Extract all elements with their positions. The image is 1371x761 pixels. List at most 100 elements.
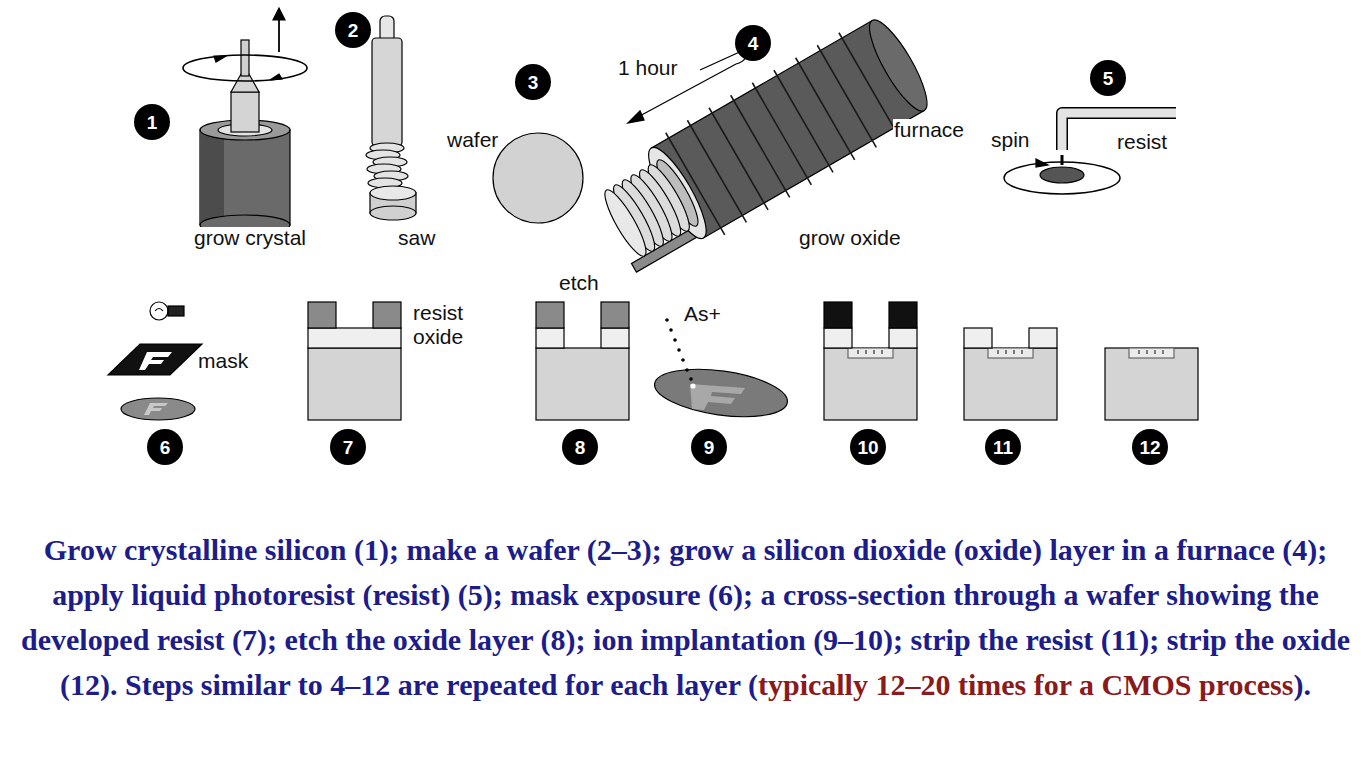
cross-section <box>964 348 1057 420</box>
implant-wafer <box>685 368 689 372</box>
callout-circle: 1 <box>134 104 170 140</box>
oxide-furnace <box>752 83 811 185</box>
callout-circle: 12 <box>1132 429 1168 465</box>
step-label: wafer <box>446 129 499 151</box>
callout-number: 4 <box>748 34 759 53</box>
callout-circle: 7 <box>330 429 366 465</box>
cross-section <box>998 350 1022 354</box>
oxide-furnace <box>817 45 876 147</box>
callout-circle: 3 <box>515 64 551 100</box>
mask-exposure <box>139 352 172 370</box>
oxide-furnace <box>709 108 768 210</box>
step-label: etch <box>558 272 600 294</box>
mask-exposure <box>150 302 168 320</box>
cross-section <box>964 328 1057 420</box>
cross-section <box>824 302 852 328</box>
implant-wafer <box>665 318 693 381</box>
crystal-grower <box>270 74 282 80</box>
step-label: mask <box>197 350 249 372</box>
implant-wafer <box>669 328 673 332</box>
spin-coater <box>1040 167 1084 183</box>
callout-number: 10 <box>857 438 878 457</box>
crystal-grower <box>278 18 280 52</box>
mask-exposure <box>121 398 195 420</box>
callout-circle: 9 <box>691 429 727 465</box>
callout-number: 5 <box>1103 69 1114 88</box>
implant-wafer <box>681 358 685 362</box>
implant-wafer <box>673 338 677 342</box>
cross-section <box>889 302 917 328</box>
oxide-furnace <box>666 33 898 235</box>
cross-section <box>988 348 1033 358</box>
mask-exposure <box>155 309 163 312</box>
wafer-disc <box>493 133 583 223</box>
wafer-saw <box>370 186 416 200</box>
crystal-grower <box>200 130 224 225</box>
oxide-furnace <box>774 70 833 172</box>
cross-section <box>536 348 629 420</box>
spin-coater <box>1004 113 1176 194</box>
cross-section <box>824 302 917 420</box>
spin-coater <box>1036 159 1048 167</box>
step-label: spin <box>990 129 1031 151</box>
cross-section <box>308 302 401 420</box>
cross-section <box>824 328 852 348</box>
cross-section <box>308 328 401 348</box>
time-arrow <box>628 111 644 123</box>
oxide-furnace <box>599 186 653 261</box>
cross-section <box>536 302 629 420</box>
crystal-grower <box>214 56 226 62</box>
wafer-saw <box>372 38 402 146</box>
wafer-saw <box>366 16 416 220</box>
wafer-saw <box>370 206 416 220</box>
callout-circle: 8 <box>562 429 598 465</box>
crystal-grower <box>231 92 259 132</box>
implant-wafer <box>690 384 745 410</box>
caption-highlight: typically 12–20 times for a CMOS process <box>758 668 1294 701</box>
mask-exposure <box>108 302 202 420</box>
callout-number: 7 <box>343 438 354 457</box>
crystal-grower <box>183 8 307 235</box>
implant-wafer <box>652 318 791 424</box>
step-label: As+ <box>683 303 722 325</box>
callout-number: 11 <box>993 438 1013 457</box>
step-label: furnace <box>893 119 965 141</box>
cross-section <box>1139 350 1163 354</box>
step-label: grow crystal <box>193 227 307 249</box>
crystal-grower <box>183 55 307 81</box>
spin-coater <box>1061 155 1064 165</box>
callout-circle: 6 <box>147 429 183 465</box>
oxide-furnace <box>583 8 940 282</box>
implant-wafer <box>677 348 681 352</box>
callout-circle: 2 <box>335 12 371 48</box>
step-label: 1 hour <box>617 57 679 79</box>
implant-wafer <box>652 362 791 424</box>
cross-section <box>601 328 629 348</box>
cross-section <box>1129 348 1174 358</box>
figure-caption: Grow crystalline silicon (1); make a waf… <box>6 527 1365 707</box>
cross-section <box>848 348 893 358</box>
crystal-grower <box>200 130 290 225</box>
step-label: oxide <box>412 326 464 348</box>
callout-circle: 4 <box>735 25 771 61</box>
oxide-furnace <box>860 13 936 117</box>
cross-section <box>1105 348 1198 420</box>
callout-circle: 10 <box>850 429 886 465</box>
implant-wafer <box>690 383 695 388</box>
spin-coater <box>1004 162 1120 194</box>
mask-exposure <box>144 403 168 415</box>
cross-section <box>373 302 401 328</box>
crystal-grower <box>273 8 285 20</box>
cross-section <box>308 348 401 420</box>
mask-exposure <box>168 306 184 316</box>
step-label: grow oxide <box>798 227 902 249</box>
oxide-furnace <box>731 95 790 197</box>
cross-section <box>308 302 336 328</box>
cross-section <box>1105 348 1198 420</box>
callout-number: 2 <box>348 21 359 40</box>
cross-section <box>536 302 564 328</box>
oxide-furnace <box>796 58 855 160</box>
callout-number: 6 <box>160 438 171 457</box>
crystal-grower <box>231 74 259 92</box>
